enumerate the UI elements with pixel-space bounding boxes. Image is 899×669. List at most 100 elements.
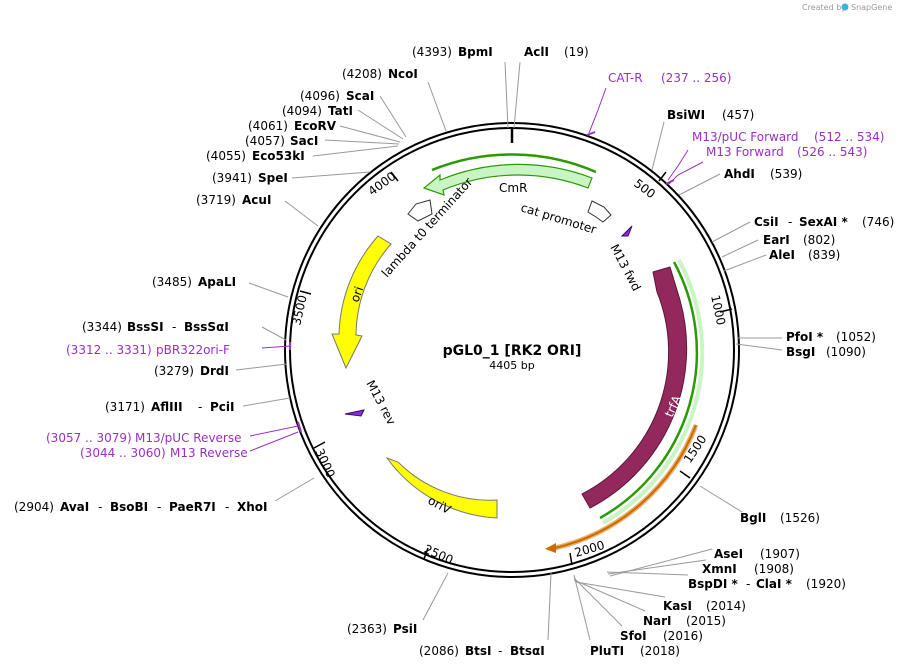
site-acli-name: AclI	[524, 45, 549, 59]
site-psii-name: PsiI	[393, 622, 417, 636]
site-nari-name: NarI	[643, 614, 672, 628]
site-bsiwi-pos: (457)	[722, 108, 754, 122]
primer-m13-r-range: (3044 .. 3060)	[80, 446, 166, 460]
site-avai-pos: (2904)	[14, 500, 54, 514]
tick-1000: 1000	[708, 294, 728, 327]
site-ncoi-pos: (4208)	[342, 67, 382, 81]
svg-text:-: -	[98, 500, 102, 514]
site-asei-pos: (1907)	[760, 547, 800, 561]
primer-m13puc-f-name: M13/pUC Forward	[692, 130, 799, 144]
site-ecorv-pos: (4061)	[248, 119, 288, 133]
primer-m13puc-f-range: (512 .. 534)	[814, 130, 884, 144]
site-psii-pos: (2363)	[347, 622, 387, 636]
m13-rev-label: M13 rev	[363, 378, 398, 427]
ori-feature[interactable]	[331, 235, 392, 370]
site-pfoi-pos: (1052)	[836, 330, 876, 344]
credit-text: Created by	[802, 3, 846, 12]
site-tati-pos: (4094)	[282, 104, 322, 118]
plasmid-length: 4405 bp	[489, 359, 534, 372]
snapgene-credit: Created by SnapGene	[802, 3, 892, 12]
site-saci-pos: (4057)	[245, 134, 285, 148]
site-eari-pos: (802)	[803, 233, 835, 247]
svg-text:-: -	[157, 500, 161, 514]
site-pluti-name: PluTI	[590, 644, 624, 658]
primer-m13-f-range: (526 .. 543)	[797, 145, 867, 159]
site-ahdi-pos: (539)	[770, 167, 802, 181]
orange-feature-arc[interactable]	[554, 424, 697, 549]
svg-text:-: -	[788, 215, 792, 229]
site-afliii-name2: PciI	[210, 400, 235, 414]
svg-text:-: -	[225, 500, 229, 514]
site-spei-pos: (3941)	[212, 171, 252, 185]
site-bsgi-name: BsgI	[786, 345, 815, 359]
site-xmni-pos: (1908)	[754, 562, 794, 576]
site-bgli-name: BglI	[740, 511, 766, 525]
trfA-feature[interactable]	[581, 266, 688, 509]
site-alei-pos: (839)	[808, 248, 840, 262]
site-labels: (4393) BpmI AclI (19) (4208) NcoI (4096)…	[14, 45, 894, 658]
primer-m13-f-name: M13 Forward	[706, 145, 784, 159]
site-bspdi-pos: (1920)	[806, 577, 846, 591]
snapgene-logo-icon	[841, 3, 849, 11]
svg-text:-: -	[498, 644, 502, 658]
tick-2500: 2500	[422, 542, 456, 567]
site-acui-pos: (3719)	[196, 193, 236, 207]
site-tati-name: TatI	[328, 104, 353, 118]
cat-promoter-label: cat promoter	[519, 200, 598, 236]
site-eari-name: EarI	[763, 233, 790, 247]
site-bpmi-pos: (4393)	[412, 45, 452, 59]
site-bgli-pos: (1526)	[780, 511, 820, 525]
site-drdi-pos: (3279)	[154, 364, 194, 378]
site-bsgi-pos: (1090)	[826, 345, 866, 359]
site-pfoi-name: PfoI *	[786, 330, 824, 344]
lambda-terminator-feature[interactable]	[407, 199, 433, 222]
site-kasi-name: KasI	[663, 599, 692, 613]
site-afliii-pos: (3171)	[105, 400, 145, 414]
site-nari-pos: (2015)	[686, 614, 726, 628]
m13-fwd-primer[interactable]	[620, 225, 633, 237]
site-csii-name: CsiI	[754, 215, 779, 229]
cat-promoter-feature[interactable]	[587, 200, 612, 223]
site-avai-name: AvaI	[60, 500, 89, 514]
primer-labels: CAT-R (237 .. 256) M13/pUC Forward (512 …	[46, 71, 884, 460]
site-avai-name2: BsoBI	[110, 500, 148, 514]
site-sfoi-name: SfoI	[620, 629, 647, 643]
site-avai-name4: XhoI	[237, 500, 268, 514]
site-bsssi-name2: BssSαI	[184, 320, 229, 334]
site-acui-name: AcuI	[242, 193, 271, 207]
site-drdi-name: DrdI	[200, 364, 229, 378]
plasmid-name: pGL0_1 [RK2 ORI]	[443, 343, 582, 359]
tick-3500: 3500	[289, 294, 310, 327]
primer-catr-name: CAT-R	[608, 71, 643, 85]
site-csii-pos: (746)	[862, 215, 894, 229]
site-acli-pos: (19)	[564, 45, 589, 59]
lambda-label: lambda t0 terminator	[379, 175, 476, 280]
cmr-feature[interactable]	[422, 163, 593, 196]
site-pluti-pos: (2018)	[640, 644, 680, 658]
site-alei-name: AleI	[769, 248, 795, 262]
brand-text: SnapGene	[851, 3, 892, 12]
oriV-feature[interactable]	[385, 456, 498, 519]
site-scai-pos: (4096)	[300, 89, 340, 103]
primer-catr-range: (237 .. 256)	[661, 71, 731, 85]
site-scai-name: ScaI	[346, 89, 374, 103]
site-ncoi-name: NcoI	[388, 67, 418, 81]
primer-m13puc-r-name: M13/pUC Reverse	[135, 431, 242, 445]
primer-pbr322-name: pBR322ori-F	[156, 343, 230, 357]
primer-leaders	[249, 87, 704, 452]
site-bsssi-name: BssSI	[127, 320, 164, 334]
site-asei-name: AseI	[714, 547, 743, 561]
site-bspdi-name: BspDI *	[688, 577, 738, 591]
site-apali-pos: (3485)	[152, 275, 192, 289]
site-bpmi-name: BpmI	[458, 45, 493, 59]
site-eco53ki-pos: (4055)	[206, 149, 246, 163]
site-avai-name3: PaeR7I	[169, 500, 216, 514]
svg-text:-: -	[746, 577, 750, 591]
site-apali-name: ApaLI	[198, 275, 236, 289]
cmr-overlay-arc	[431, 153, 597, 174]
site-btsi-name: BtsI	[465, 644, 492, 658]
m13-rev-primer[interactable]	[344, 409, 365, 417]
orange-arrow-head	[545, 543, 556, 553]
site-xmni-name: XmnI	[702, 562, 737, 576]
site-afliii-name: AflIII	[151, 400, 183, 414]
